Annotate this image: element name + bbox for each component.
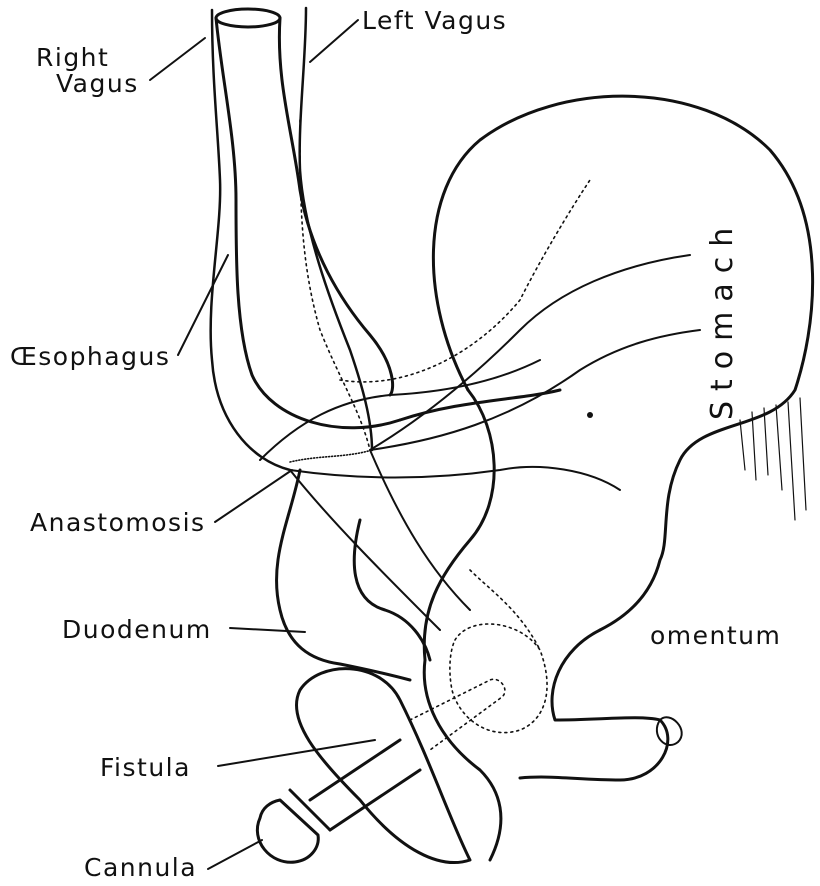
fistula-flange [296, 669, 470, 863]
leader-right-vagus [150, 38, 205, 80]
cannula-body [310, 740, 420, 830]
label-duodenum: Duodenum [62, 617, 212, 642]
nerve-branch [290, 470, 440, 630]
anastomosis-suture [290, 450, 372, 462]
nerve-branch [370, 255, 690, 450]
lower-stomach-outline [424, 630, 668, 860]
label-cannula: Cannula [84, 855, 197, 880]
label-right-vagus-line2: Vagus [36, 71, 139, 97]
hidden-nerve-dotted [470, 570, 540, 650]
stomach-outline [433, 96, 812, 630]
duodenum-outline [277, 470, 410, 680]
label-omentum: omentum [650, 623, 781, 648]
oesophagus-right-wall [279, 18, 392, 395]
label-right-vagus: Right Vagus [36, 45, 139, 98]
nerve-branch [370, 330, 700, 450]
leader-duodenum [230, 628, 305, 632]
label-stomach: Stomach [705, 218, 740, 420]
oesophagus-top-opening [216, 9, 280, 27]
hidden-nerve-dotted [340, 180, 590, 382]
label-oesophagus: Œsophagus [10, 344, 170, 369]
nerve-branch [290, 467, 620, 490]
label-right-vagus-line1: Right [36, 45, 139, 71]
pyloric-ring-dotted [450, 624, 547, 733]
nerve-branch [370, 450, 470, 610]
label-left-vagus: Left Vagus [362, 8, 507, 33]
leader-anastomosis [215, 470, 292, 522]
leader-cannula [208, 840, 262, 869]
marker-dot [587, 412, 593, 418]
leader-left-vagus [310, 20, 358, 62]
cannula-inner-dotted [410, 679, 505, 750]
label-anastomosis: Anastomosis [30, 510, 206, 535]
cannula-cap [257, 790, 330, 862]
omentum-fringe [740, 398, 806, 520]
label-fistula: Fistula [100, 755, 191, 780]
leader-oesophagus [178, 255, 228, 355]
leader-fistula [218, 740, 375, 766]
left-vagus-nerve [300, 8, 372, 450]
